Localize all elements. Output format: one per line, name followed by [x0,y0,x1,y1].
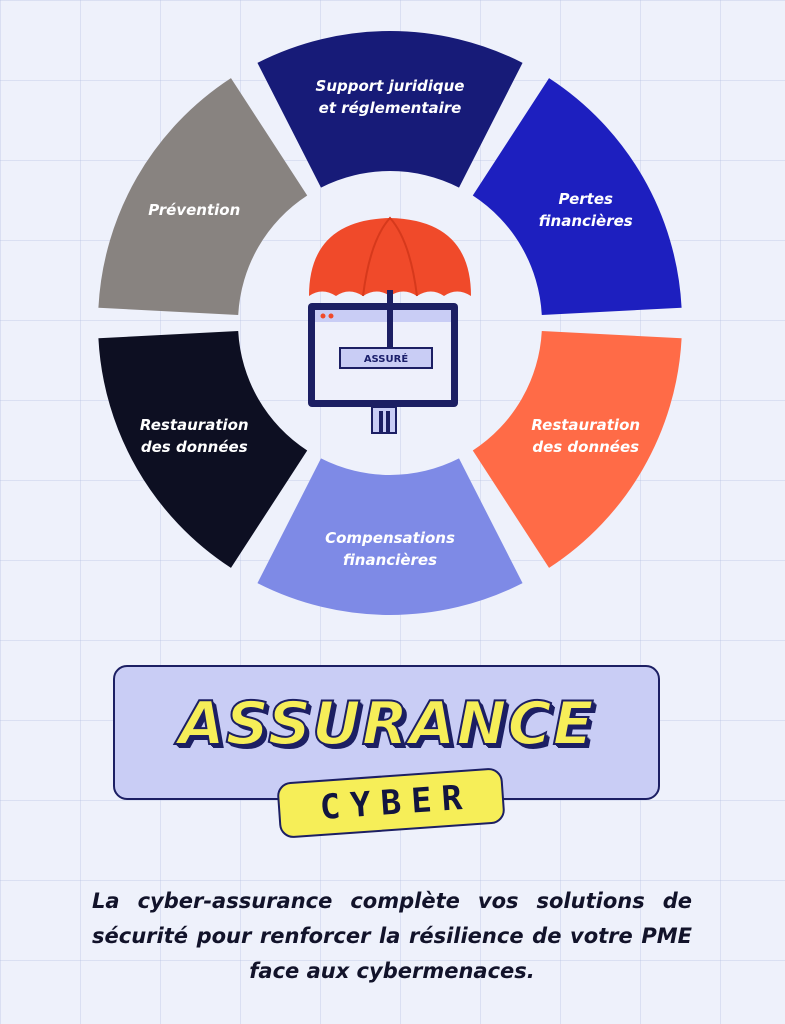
insured-label-box [339,347,433,369]
wheel-segment-5 [98,330,308,568]
wheel-segment-1 [257,31,523,188]
wheel-segment-label-6: Prévention [148,201,240,219]
insured-label: ASSURÉ [364,352,409,365]
tagline: La cyber-assurance complète vos solution… [92,889,692,983]
wheel-segment-6 [98,78,308,316]
brand-badge-label: CYBER [318,777,474,828]
wheel-segment-3 [472,330,682,568]
wheel-segments [98,31,682,615]
umbrella-icon [309,218,471,296]
brand-box: ASSURANCE [113,665,660,800]
wheel-segment-2 [472,78,682,316]
brand-title: ASSURANCE [177,688,595,760]
wheel-segment-4 [257,458,523,615]
insured-monitor-icon: ASSURÉ [308,216,471,434]
